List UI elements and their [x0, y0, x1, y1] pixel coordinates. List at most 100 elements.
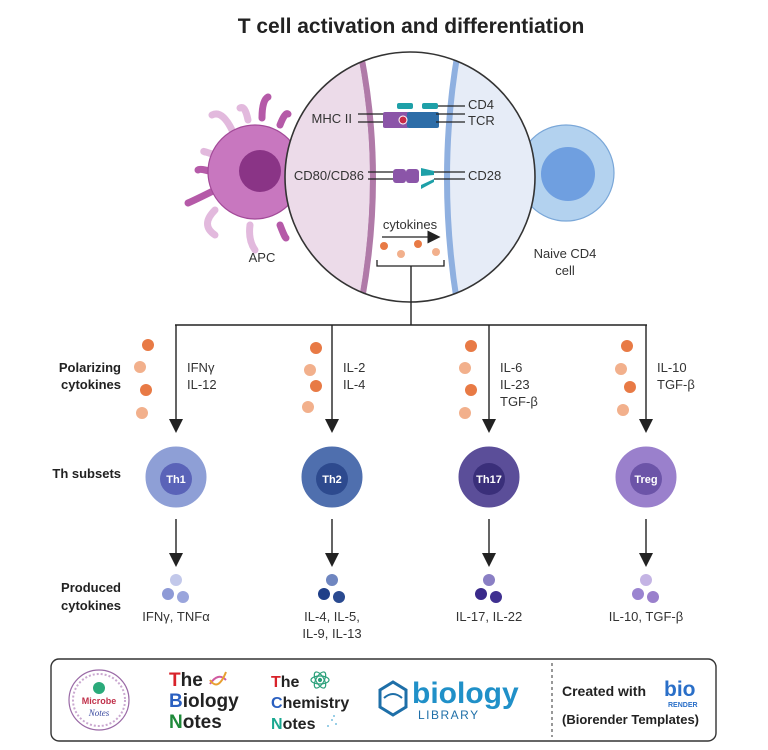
- row-label-produced-line1: Produced: [61, 580, 121, 595]
- mhc-tcr-complex: [358, 103, 465, 128]
- polarizing-cytokine-dot: [142, 339, 154, 351]
- th-cell-nucleus: [160, 463, 192, 495]
- synapse-cytokine-dots: [380, 240, 440, 258]
- naive-cd4-cell: [517, 124, 615, 222]
- th-subset-name: Treg: [634, 474, 657, 486]
- row-label-produced-line2: cytokines: [61, 598, 121, 613]
- footer-box: [50, 658, 717, 742]
- polarizing-cytokine-label: IL-6: [500, 360, 522, 375]
- produced-cytokine-dot: [170, 574, 182, 586]
- biology-library-logo: biology LIBRARY: [378, 677, 519, 722]
- th-subset-name: Th2: [322, 474, 342, 486]
- th-subset-name: Th17: [476, 474, 502, 486]
- th-cell-nucleus: [316, 463, 348, 495]
- produced-cytokine-dot: [640, 574, 652, 586]
- polarizing-cytokine-dot: [624, 381, 636, 393]
- bio-iology: iology: [183, 691, 239, 712]
- produced-cytokine-dot: [333, 591, 345, 603]
- created-with-label: Created with: [562, 683, 646, 699]
- branch-lines: [175, 266, 647, 326]
- polarizing-cytokine-dot: [136, 407, 148, 419]
- sparkle-icon: [327, 715, 337, 727]
- produced-cytokine-label: IL-9, IL-13: [302, 626, 361, 641]
- produced-cytokine-dot: [162, 588, 174, 600]
- polarizing-cytokine-label: IL-23: [500, 377, 530, 392]
- polarizing-cytokine-dot: [302, 401, 314, 413]
- cd80-cd28-complex: [368, 168, 465, 189]
- apc-label: APC: [249, 250, 276, 265]
- microbe-notes-line2: Notes: [88, 708, 110, 718]
- produced-cytokine-dot: [318, 588, 330, 600]
- chem-t: T: [271, 674, 281, 691]
- svg-text:Notes: Notes: [169, 712, 222, 733]
- bio-he: he: [181, 670, 203, 691]
- row-label-polarizing-line1: Polarizing: [59, 360, 121, 375]
- polarizing-cytokine-dot: [310, 380, 322, 392]
- polarizing-cytokine-dot: [134, 361, 146, 373]
- produced-cytokine-dot: [647, 591, 659, 603]
- bio-t: T: [169, 670, 181, 691]
- polarizing-cytokine-label: TGF-β: [657, 377, 695, 392]
- svg-text:Chemistry: Chemistry: [271, 695, 349, 712]
- chem-hemistry: hemistry: [283, 695, 350, 712]
- polarizing-cytokine-label: TGF-β: [500, 394, 538, 409]
- microbe-notes-logo: Microbe Notes: [68, 669, 130, 731]
- th-cell-nucleus: [630, 463, 662, 495]
- polarizing-cytokine-dot: [140, 384, 152, 396]
- polarizing-cytokine-label: IL-12: [187, 377, 217, 392]
- chem-he: he: [281, 674, 300, 691]
- svg-text:Biology: Biology: [169, 691, 239, 712]
- cd80-cd86-label: CD80/CD86: [294, 168, 364, 183]
- naive-cell-label-line1: Naive CD4: [534, 246, 597, 261]
- biorender-render: RENDER: [668, 702, 698, 709]
- polarizing-cytokine-dot: [617, 404, 629, 416]
- row-label-polarizing-line2: cytokines: [61, 377, 121, 392]
- library-sub: LIBRARY: [418, 708, 480, 722]
- bio-n: N: [169, 712, 183, 733]
- th-subset-name: Th1: [166, 474, 186, 486]
- polarizing-cytokine-label: IFNγ: [187, 360, 215, 375]
- naive-cell-label-line2: cell: [555, 263, 575, 278]
- apc-cell: [184, 93, 303, 254]
- dna-icon: [209, 671, 227, 686]
- polarizing-cytokine-dot: [465, 340, 477, 352]
- polarizing-cytokine-label: IL-10: [657, 360, 687, 375]
- bio-otes: otes: [183, 712, 222, 733]
- mhc-ii-label: MHC II: [312, 111, 352, 126]
- synapse-cytokines-label: cytokines: [383, 217, 438, 232]
- library-word: biology: [412, 677, 519, 710]
- the-biology-notes-logo: The Biology Notes: [169, 670, 239, 733]
- svg-text:The: The: [271, 674, 300, 691]
- polarizing-cytokine-dot: [459, 362, 471, 374]
- svg-text:The: The: [169, 670, 203, 691]
- produced-cytokine-dot: [326, 574, 338, 586]
- produced-cytokine-dot: [490, 591, 502, 603]
- produced-cytokine-dot: [177, 591, 189, 603]
- the-chemistry-notes-logo: The Chemistry Notes: [271, 671, 349, 733]
- biorender-templates-label: (Biorender Templates): [562, 712, 699, 727]
- chem-otes: otes: [283, 716, 316, 733]
- produced-cytokine-label: IL-4, IL-5,: [304, 609, 360, 624]
- tcr-label: TCR: [468, 113, 495, 128]
- chem-n: N: [271, 716, 283, 733]
- cd28-label: CD28: [468, 168, 501, 183]
- polarizing-cytokine-label: IL-4: [343, 377, 365, 392]
- produced-cytokine-label: IL-17, IL-22: [456, 609, 523, 624]
- produced-cytokine-dot: [483, 574, 495, 586]
- polarizing-cytokine-dot: [615, 363, 627, 375]
- produced-cytokine-dot: [475, 588, 487, 600]
- polarizing-cytokine-dot: [465, 384, 477, 396]
- biorender-bio: bio: [664, 678, 696, 701]
- microbe-notes-line1: Microbe: [82, 696, 117, 706]
- biorender-logo: bio RENDER: [664, 678, 698, 709]
- polarizing-cytokine-dot: [304, 364, 316, 376]
- polarizing-cytokine-dot: [459, 407, 471, 419]
- chem-c: C: [271, 695, 283, 712]
- th-cell-nucleus: [473, 463, 505, 495]
- row-label-th-subsets: Th subsets: [52, 466, 121, 481]
